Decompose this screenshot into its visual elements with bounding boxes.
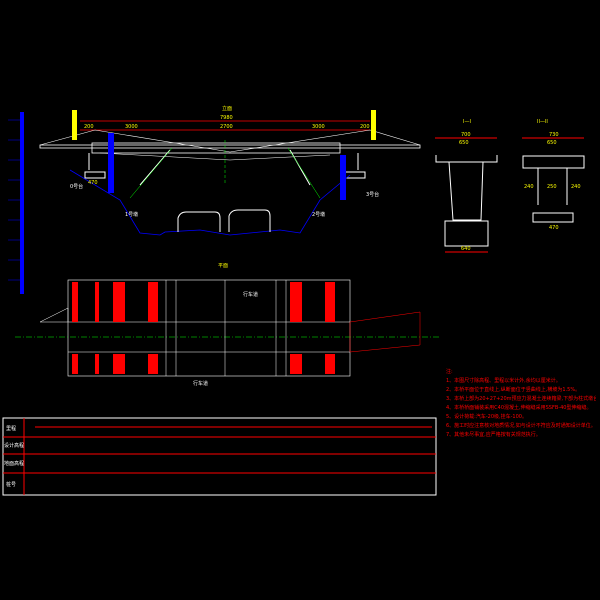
abutment-right-label: 3号台 [366, 191, 379, 198]
total-length-dim: 7980 [220, 115, 233, 121]
note-item: 2、本桥平面位于直线上,纵断面位于竖曲线上,横坡为1.5%。 [446, 387, 581, 393]
note-item: 7、其他未尽事宜,应严格按有关规范执行。 [446, 432, 541, 438]
span-left-dim: 3000 [125, 124, 138, 130]
end-left-dim: 200 [84, 124, 94, 130]
span-right-dim: 3000 [312, 124, 325, 130]
section2-spacing-right: 240 [571, 184, 581, 190]
scale-ticks [8, 119, 20, 281]
foundation-width-dim: 470 [88, 180, 98, 186]
section1-base-width: 640 [461, 246, 471, 252]
span-mid-dim: 2700 [220, 124, 233, 130]
section2-spacing-left: 240 [524, 184, 534, 190]
row-label-mileage: 里程 [6, 425, 16, 432]
section2-spacing-mid: 250 [547, 184, 557, 190]
note-item: 6、施工时应注意核对地质情况,如与设计不符应及时通知设计单位。 [446, 423, 596, 429]
section2-top-width: 730 [549, 132, 559, 138]
section1-title: I—I [463, 119, 471, 125]
note-item: 3、本桥上部为20+27+20m预应力混凝土连续箱梁,下部为柱式墩台,扩大基础。 [446, 396, 596, 402]
section-1-1: I—I 700 650 640 [435, 119, 498, 253]
row-label-ground-elev: 地面高程 [4, 460, 24, 467]
plan-view: 平面 行车道 行车道 [15, 263, 440, 387]
section2-base-width: 470 [549, 225, 559, 231]
elevation-view: 立面 7980 200 3000 2700 3000 200 0号台 1号墩 2… [39, 105, 421, 236]
row-label-station: 桩号 [6, 481, 16, 488]
section2-deck-width: 650 [547, 140, 557, 146]
pier-right-label: 2号墩 [312, 211, 325, 218]
section1-top-width: 700 [461, 132, 471, 138]
section1-deck-width: 650 [459, 140, 469, 146]
elevation-title: 立面 [222, 105, 232, 112]
plan-lane-right: 行车道 [193, 380, 208, 387]
section-2-2: II—II 730 650 240 250 240 470 [522, 119, 585, 231]
notes-title: 注: [446, 369, 453, 375]
note-item: 1、本图尺寸除高程、里程以米计外,余均以厘米计。 [446, 378, 561, 384]
abutment-left-label: 0号台 [70, 183, 83, 190]
section2-title: II—II [537, 119, 548, 125]
profile-table: 里程 设计高程 地面高程 桩号 [2, 417, 437, 496]
row-label-design-elev: 设计高程 [4, 442, 24, 449]
notes-block: 注: 1、本图尺寸除高程、里程以米计外,余均以厘米计。 2、本桥平面位于直线上,… [446, 368, 596, 440]
note-item: 4、本桥桥面铺装采用C40混凝土,伸缩缝采用SSFB-40型伸缩缝。 [446, 405, 592, 411]
end-right-dim: 200 [360, 124, 370, 130]
plan-title: 平面 [218, 263, 228, 269]
plan-lane-left: 行车道 [243, 291, 258, 298]
pier-left-label: 1号墩 [125, 211, 138, 218]
note-item: 5、设计荷载:汽车-20级,挂车-100。 [446, 414, 527, 420]
elevation-scale-bar [20, 112, 24, 294]
